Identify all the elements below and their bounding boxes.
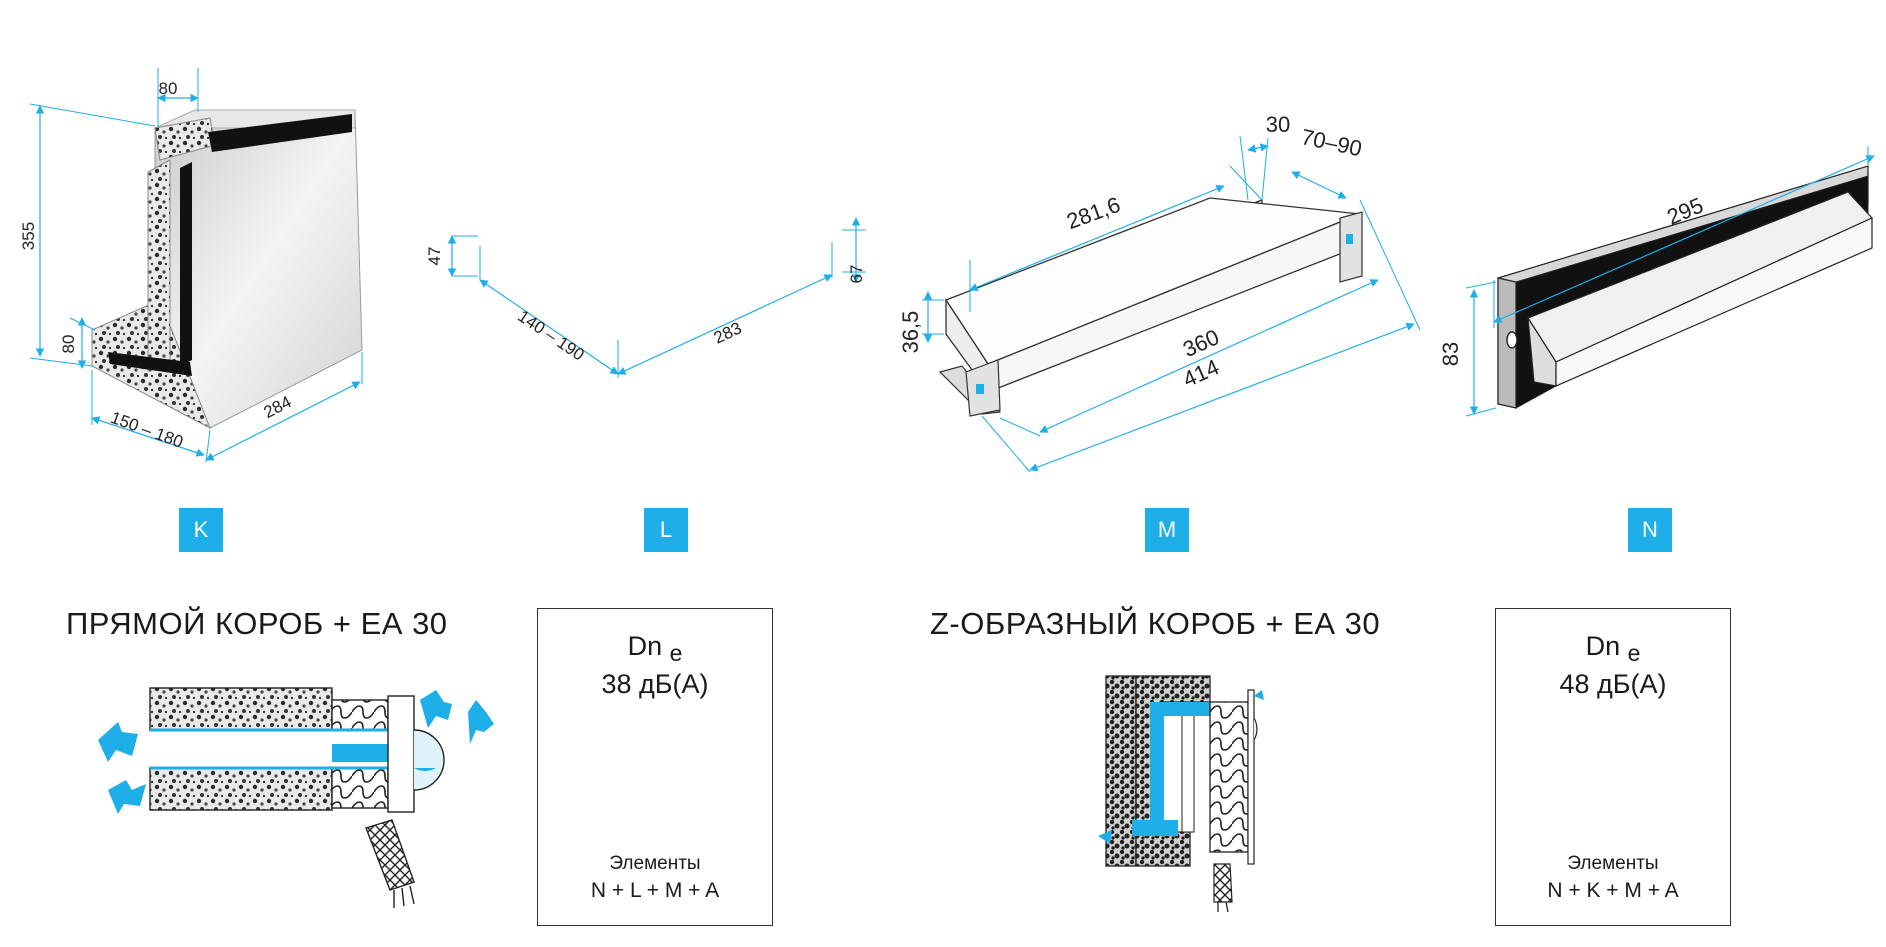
spec-formula: N + L + M + A xyxy=(590,879,720,902)
component-k-illustration xyxy=(29,68,363,463)
dim-l-140-190: 140 – 190 xyxy=(514,306,587,364)
spec-formula: N + K + M + A xyxy=(1547,879,1679,902)
spec-value: 48 дБ(А) xyxy=(1559,669,1667,699)
spec-caption: Элементы xyxy=(1567,853,1659,874)
dim-k-80-side: 80 xyxy=(59,335,78,354)
spec-caption: Элементы xyxy=(609,853,701,874)
dim-m-36-5: 36,5 xyxy=(898,311,923,354)
assembly-z-section-drawing xyxy=(1098,675,1264,913)
spec-box-z: Dn e 48 дБ(А) Элементы N + K + M + A xyxy=(1495,608,1731,926)
assembly-straight-section-drawing xyxy=(98,687,494,908)
component-tag-m: M xyxy=(1145,508,1189,552)
dim-m-281-6: 281,6 xyxy=(1063,192,1123,234)
dim-k-150-180: 150 – 180 xyxy=(108,408,186,452)
dim-m-414: 414 xyxy=(1179,354,1223,392)
dim-n-83: 83 xyxy=(1438,342,1463,366)
component-tag-n: N xyxy=(1628,508,1672,552)
assembly-title-z: Z-ОБРАЗНЫЙ КОРОБ + ЕА 30 xyxy=(930,606,1381,641)
component-m-illustration xyxy=(922,135,1421,473)
spec-label: Dn e xyxy=(1585,631,1641,666)
dim-k-80-top: 80 xyxy=(159,79,178,98)
spec-value: 38 дБ(А) xyxy=(601,669,709,699)
component-tag-k: K xyxy=(179,508,223,552)
dim-l-67: 67 xyxy=(847,265,866,284)
dim-l-283: 283 xyxy=(711,318,745,347)
dim-l-47: 47 xyxy=(425,247,444,266)
component-tag-l: L xyxy=(644,508,688,552)
spec-label: Dn e xyxy=(627,631,683,666)
assembly-title-straight: ПРЯМОЙ КОРОБ + ЕА 30 xyxy=(66,606,448,641)
component-n-illustration xyxy=(1465,146,1875,417)
spec-box-straight: Dn e 38 дБ(А) Элементы N + L + M + A xyxy=(537,608,773,926)
dim-m-360: 360 xyxy=(1179,324,1223,362)
component-l-illustration xyxy=(447,217,866,378)
dim-m-70-90: 70–90 xyxy=(1299,124,1364,161)
dim-m-30: 30 xyxy=(1266,112,1290,137)
dim-k-355: 355 xyxy=(19,222,38,250)
